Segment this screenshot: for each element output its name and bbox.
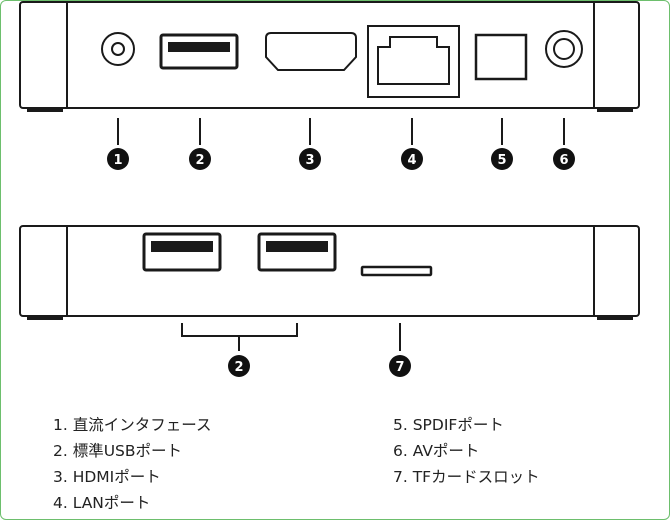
legend-left: 1. 直流インタフェース 2. 標準USBポート 3. HDMIポート 4. L… xyxy=(53,412,211,516)
side-left-foot xyxy=(27,316,63,320)
legend-item-tf: 7. TFカードスロット xyxy=(393,468,540,486)
rear-right-foot xyxy=(597,108,633,112)
svg-text:7: 7 xyxy=(395,360,404,375)
callout-2: 2 xyxy=(189,148,211,170)
callout-1: 1 xyxy=(107,148,129,170)
svg-text:4: 4 xyxy=(407,153,416,168)
svg-text:1: 1 xyxy=(113,153,122,168)
rear-panel-body xyxy=(19,1,640,109)
usb-port-icon xyxy=(142,232,222,272)
legend-item-usb: 2. 標準USBポート xyxy=(53,442,183,460)
legend-right: 5. SPDIFポート 6. AVポート 7. TFカードスロット xyxy=(393,412,540,490)
svg-text:5: 5 xyxy=(497,153,506,168)
svg-text:2: 2 xyxy=(195,153,204,168)
legend-item-av: 6. AVポート xyxy=(393,442,480,460)
callout-7: 7 xyxy=(389,355,411,377)
device-side-panel xyxy=(19,225,640,320)
callout-5: 5 xyxy=(491,148,513,170)
legend-item-spdif: 5. SPDIFポート xyxy=(393,416,504,434)
side-panel-body xyxy=(19,225,640,317)
callout-4: 4 xyxy=(401,148,423,170)
svg-text:6: 6 xyxy=(559,153,568,168)
svg-text:2: 2 xyxy=(234,360,243,375)
legend-item-hdmi: 3. HDMIポート xyxy=(53,468,161,486)
side-right-foot xyxy=(597,316,633,320)
rear-left-foot xyxy=(27,108,63,112)
usb-port-icon xyxy=(257,232,337,272)
spdif-port-icon xyxy=(474,33,528,81)
legend-item-lan: 4. LANポート xyxy=(53,494,151,512)
callout-2-side: 2 xyxy=(228,355,250,377)
av-jack-icon xyxy=(545,30,583,68)
legend-item-dc: 1. 直流インタフェース xyxy=(53,416,212,434)
device-rear-panel xyxy=(19,1,640,112)
usb-port-icon xyxy=(159,33,239,70)
device-ports-diagram: 1 2 3 4 5 6 2 7 xyxy=(19,1,640,377)
lan-port-icon xyxy=(367,25,460,98)
tf-slot-icon xyxy=(360,265,433,277)
usb-bracket-line xyxy=(181,323,298,337)
hdmi-port-icon xyxy=(265,32,357,71)
dc-jack-icon xyxy=(101,32,135,66)
svg-text:3: 3 xyxy=(305,153,314,168)
callout-3: 3 xyxy=(299,148,321,170)
callout-6: 6 xyxy=(553,148,575,170)
